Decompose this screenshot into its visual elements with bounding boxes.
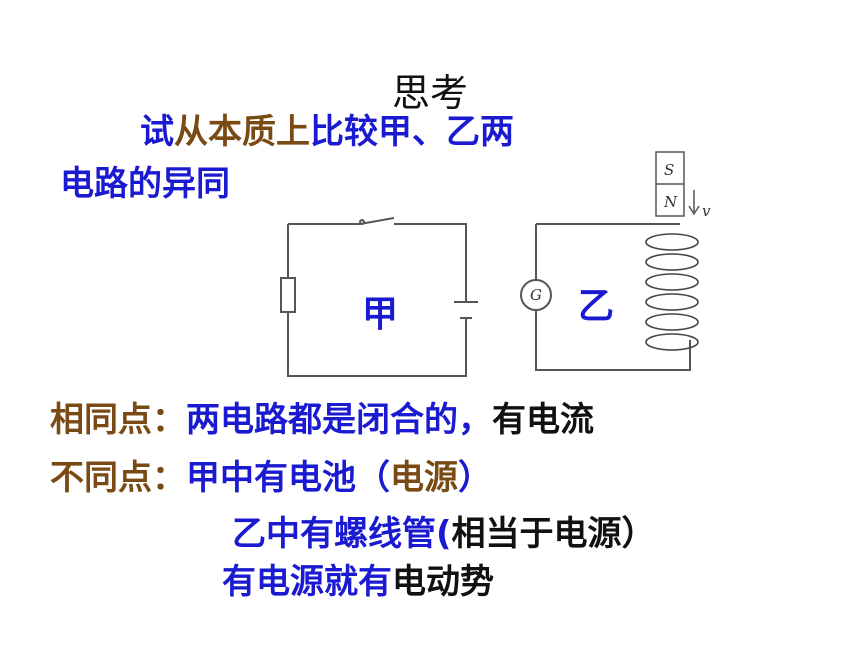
diff-point-line-2: 乙中有螺线管(相当于电源） <box>232 514 656 554</box>
diff-point-line: 不同点：甲中有电池（电源） <box>50 458 492 498</box>
question-line-2: 电路的异同 <box>60 164 230 204</box>
diff-text-b: （ <box>356 458 390 498</box>
diff2-text-b: 相当于电源） <box>451 514 656 554</box>
same-point-line: 相同点：两电路都是闭合的，有电流 <box>50 400 594 440</box>
label-yi: 乙 <box>578 286 614 327</box>
conclusion-line: 有电源就有电动势 <box>222 562 494 602</box>
question-part-b: 从本质上 <box>174 112 310 152</box>
question-line-1: 试从本质上比较甲、乙两 <box>140 112 514 152</box>
circuit-yi <box>520 151 700 371</box>
same-text-b: 有电流 <box>492 400 594 440</box>
magnet-s-label: S <box>664 161 674 179</box>
question-part-c: 比较甲、乙两 <box>310 112 514 152</box>
diff-label: 不同点： <box>50 458 186 498</box>
conclusion-text-b: 电动势 <box>392 562 494 602</box>
velocity-label: v <box>702 202 711 220</box>
diff2-text-a: 乙中有螺线管( <box>232 514 452 554</box>
diff-text-a: 甲中有电池 <box>186 458 356 498</box>
resistor <box>280 277 296 313</box>
diff-text-c: 电源 <box>390 458 458 498</box>
galvanometer <box>520 279 552 311</box>
label-jia: 甲 <box>362 294 398 335</box>
galvanometer-label: G <box>530 286 542 304</box>
question-part-a: 试 <box>140 112 174 152</box>
page-title: 思考 <box>392 71 469 115</box>
diff-text-d: ） <box>458 458 492 498</box>
circuit-jia <box>280 217 478 377</box>
same-label: 相同点： <box>50 400 186 440</box>
solenoid <box>645 233 699 351</box>
same-text-a: 两电路都是闭合的， <box>186 400 492 440</box>
magnet-n-label: N <box>663 193 678 211</box>
conclusion-text-a: 有电源就有 <box>222 562 392 602</box>
